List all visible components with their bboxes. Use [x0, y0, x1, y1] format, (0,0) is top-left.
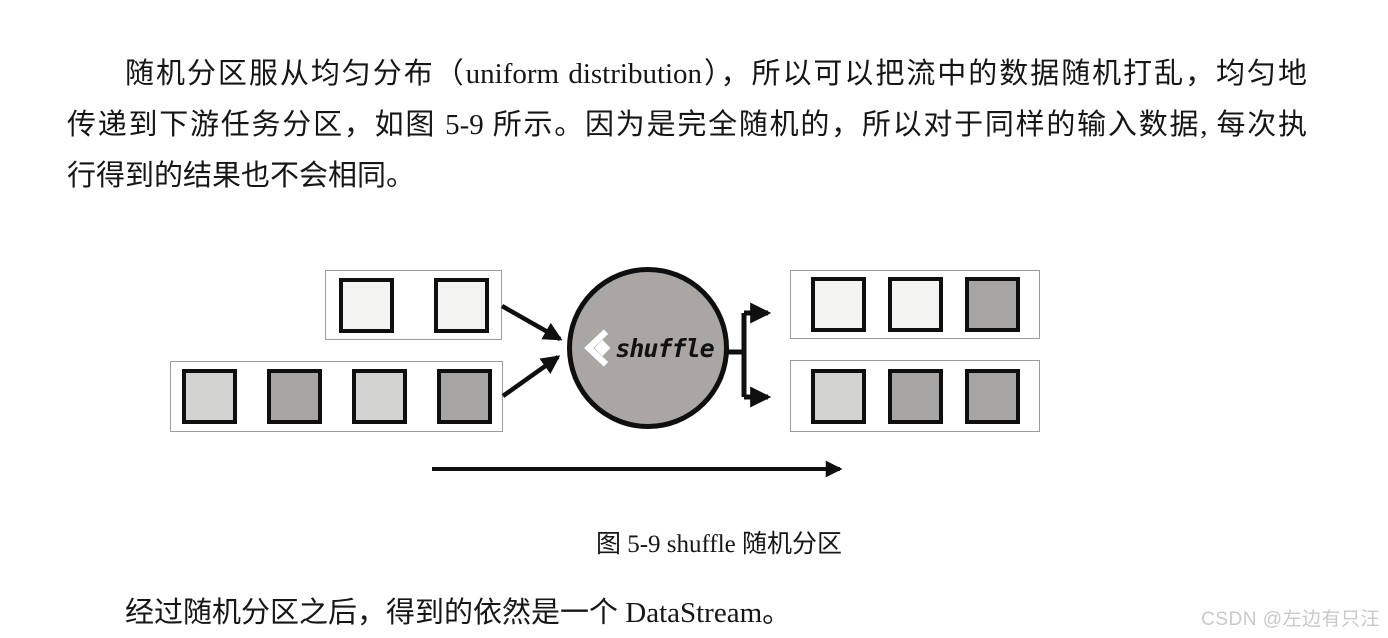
data-block: [181, 369, 237, 424]
watermark: CSDN @左边有只汪: [1201, 609, 1380, 630]
data-block: [964, 277, 1020, 332]
shuffle-node: shuffle: [567, 267, 729, 429]
paragraph-top-line-1: 随机分区服从均匀分布（uniform distribution），所以可以把流中…: [125, 58, 1307, 90]
shuffle-node-label: shuffle: [615, 333, 714, 363]
input-arrow-bottom: [501, 355, 561, 398]
input-arrow-top: [500, 304, 563, 341]
data-block: [887, 277, 943, 332]
input-partition-row-2: [170, 361, 503, 432]
paragraph-top-line-2: 传递到下游任务分区，如图 5-9 所示。因为是完全随机的，所以对于同样的输入数据…: [67, 109, 1307, 141]
data-block: [887, 368, 943, 424]
paragraph-top-line-3: 行得到的结果也不会相同。: [67, 160, 416, 192]
data-block: [351, 369, 407, 424]
figure-caption: 图 5-9 shuffle 随机分区: [595, 531, 843, 558]
input-partition-row-1: [325, 270, 502, 340]
data-block: [266, 369, 322, 424]
data-block: [433, 277, 489, 333]
data-block: [964, 368, 1020, 424]
output-partition-row-1: [790, 270, 1040, 339]
data-block: [436, 369, 492, 424]
output-partition-row-2: [790, 360, 1040, 432]
shuffle-icon: [584, 329, 611, 367]
data-block: [810, 368, 866, 424]
data-block: [338, 277, 394, 333]
paragraph-top: 随机分区服从均匀分布（uniform distribution），所以可以把流中…: [67, 49, 1307, 202]
paragraph-bottom: 经过随机分区之后，得到的依然是一个 DataStream。: [125, 597, 792, 629]
data-block: [810, 277, 866, 332]
